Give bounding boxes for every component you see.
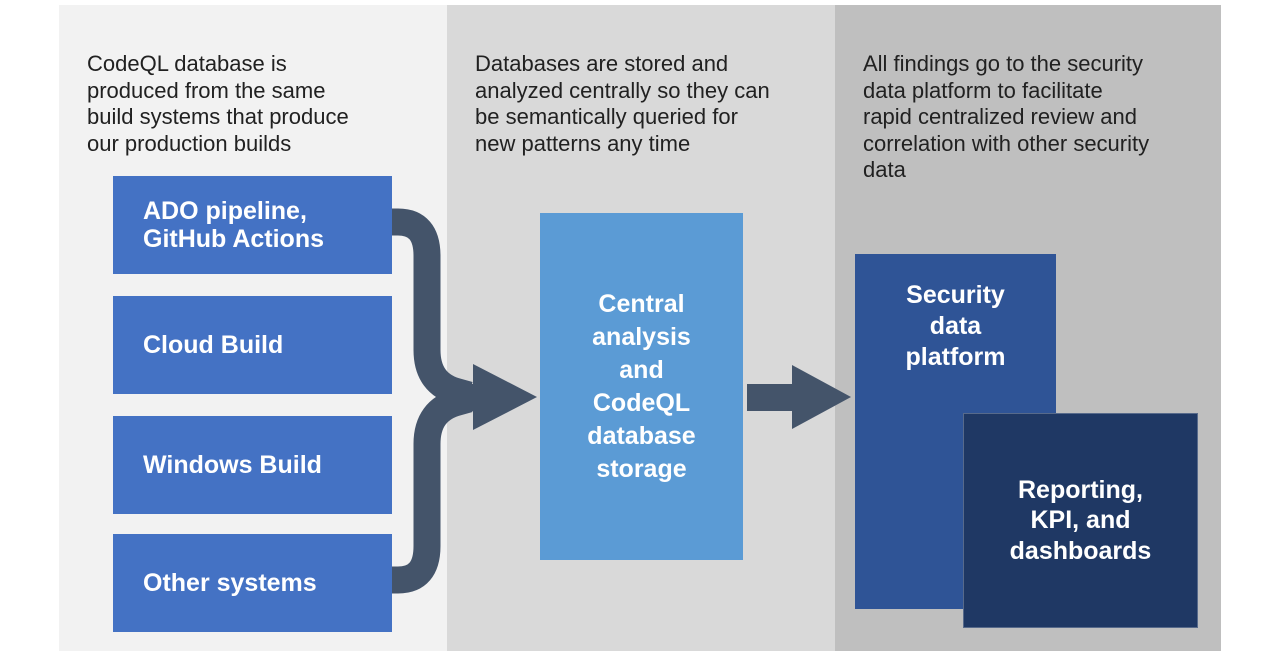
panel-build-systems: CodeQL database is produced from the sam… bbox=[59, 5, 447, 651]
panel-security-platform: All findings go to the security data pla… bbox=[835, 5, 1221, 651]
box-cloud-build: Cloud Build bbox=[113, 296, 392, 394]
box-label: Windows Build bbox=[143, 451, 322, 479]
box-label: Reporting, KPI, and dashboards bbox=[1009, 475, 1152, 565]
box-label: Other systems bbox=[143, 569, 317, 597]
box-ado-pipeline-github-actions: ADO pipeline, GitHub Actions bbox=[113, 176, 392, 274]
panel-build-systems-caption: CodeQL database is produced from the sam… bbox=[87, 51, 349, 156]
box-central-analysis-storage: Central analysis and CodeQL database sto… bbox=[540, 213, 743, 560]
box-label: Security data platform bbox=[905, 281, 1006, 371]
box-label: Central analysis and CodeQL database sto… bbox=[587, 289, 696, 483]
box-windows-build: Windows Build bbox=[113, 416, 392, 514]
box-label: Cloud Build bbox=[143, 331, 284, 359]
panel-security-platform-caption: All findings go to the security data pla… bbox=[863, 51, 1150, 183]
panel-central-analysis-caption: Databases are stored and analyzed centra… bbox=[475, 51, 770, 156]
box-other-systems: Other systems bbox=[113, 534, 392, 632]
box-reporting-kpi-dashboards: Reporting, KPI, and dashboards bbox=[963, 413, 1198, 628]
box-label: ADO pipeline, GitHub Actions bbox=[143, 197, 325, 253]
panel-central-analysis: Databases are stored and analyzed centra… bbox=[447, 5, 835, 651]
